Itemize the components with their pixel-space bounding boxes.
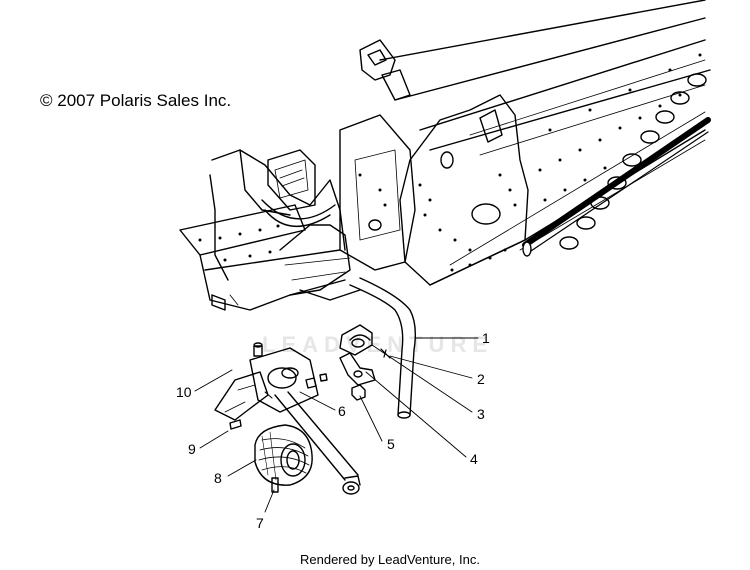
front-frame xyxy=(179,149,361,311)
part-4-bracket xyxy=(339,352,376,386)
watermark: LEADVENTURE xyxy=(262,332,494,357)
callout-9: 9 xyxy=(188,441,196,457)
rivets xyxy=(358,53,702,272)
part-1-tube xyxy=(349,277,417,419)
callout-5: 5 xyxy=(387,436,395,452)
copyright-notice: © 2007 Polaris Sales Inc. xyxy=(40,91,232,110)
callout-8: 8 xyxy=(214,470,222,486)
part-3-clamp xyxy=(339,324,373,356)
footer-credit: Rendered by LeadVenture, Inc. xyxy=(300,552,480,567)
callout-10: 10 xyxy=(176,384,192,400)
small-bolt xyxy=(305,373,328,389)
chassis-tunnel xyxy=(339,0,711,286)
callout-7: 7 xyxy=(256,515,264,531)
leader-lines xyxy=(194,337,479,513)
callout-4: 4 xyxy=(470,451,478,467)
tunnel-holes xyxy=(559,73,707,250)
part-9-screw xyxy=(229,419,242,430)
callout-6: 6 xyxy=(338,403,346,419)
callout-1: 1 xyxy=(482,330,490,346)
part-5-nut xyxy=(351,384,366,401)
callout-2: 2 xyxy=(477,371,485,387)
part-7-screw xyxy=(271,477,279,493)
part-8-boot xyxy=(254,424,313,486)
callout-3: 3 xyxy=(477,406,485,422)
part-10-bracket xyxy=(214,371,273,421)
